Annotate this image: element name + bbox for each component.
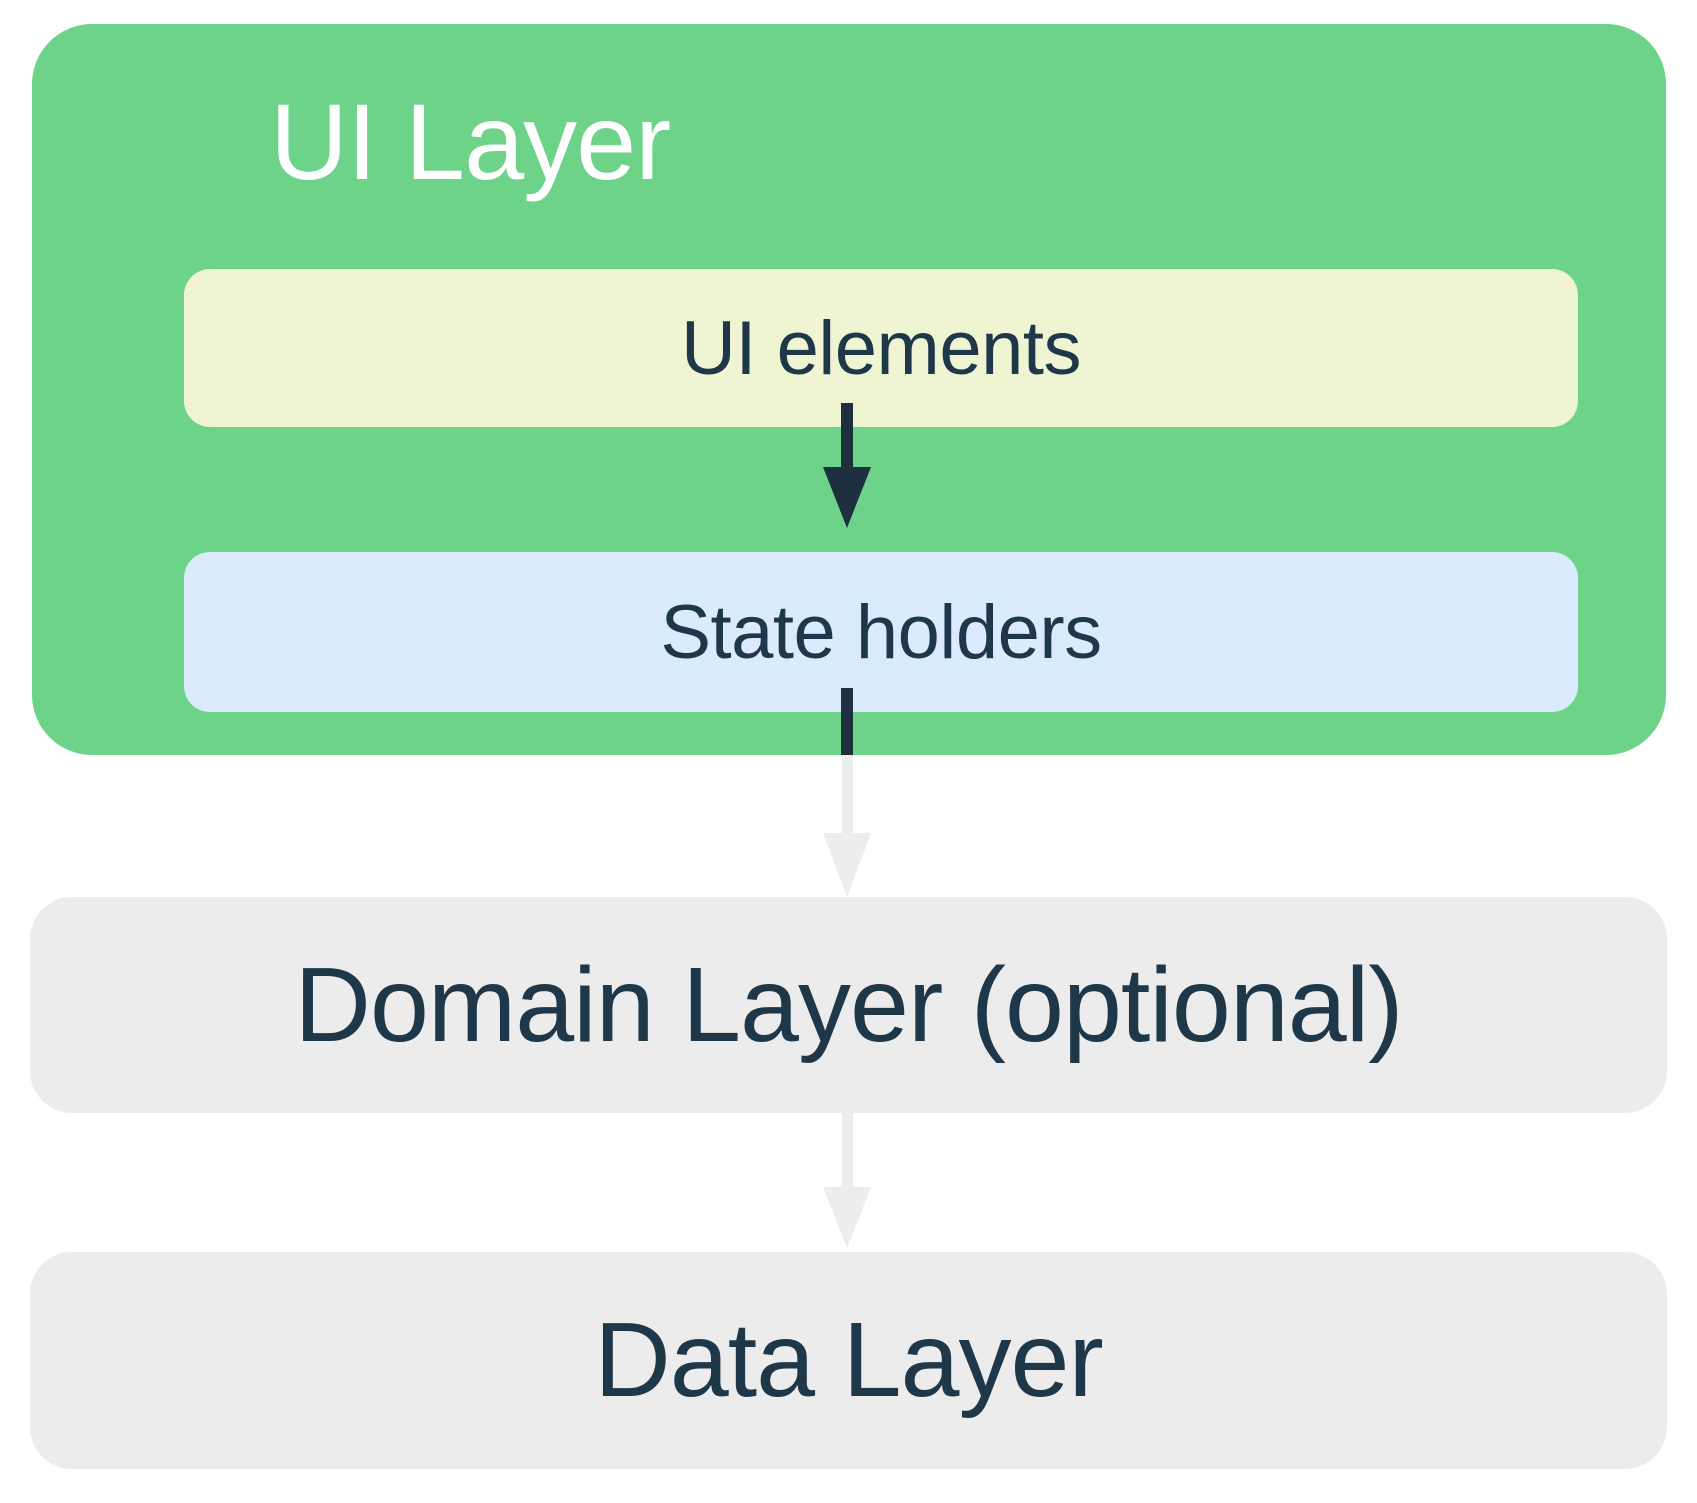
- state-holders-box: State holders: [184, 552, 1578, 712]
- arrow-shaft: [841, 755, 853, 833]
- arrow-state-holders-to-domain-dark-segment: [841, 688, 853, 755]
- ui-elements-label: UI elements: [681, 305, 1082, 391]
- arrow-head-icon: [823, 1187, 871, 1248]
- arrow-head-icon: [823, 467, 871, 528]
- ui-layer-title: UI Layer: [270, 81, 671, 202]
- data-layer-label: Data Layer: [594, 1301, 1104, 1419]
- domain-layer-box: Domain Layer (optional): [30, 897, 1667, 1113]
- arrow-state-holders-to-domain-icon: [823, 755, 871, 897]
- domain-layer-label: Domain Layer (optional): [294, 945, 1403, 1064]
- state-holders-label: State holders: [660, 589, 1102, 675]
- ui-layer-box: UI Layer UI elements State holders: [32, 24, 1666, 755]
- arrow-ui-elements-to-state-holders-icon: [823, 403, 871, 528]
- arrow-domain-to-data-icon: [823, 1113, 871, 1248]
- data-layer-box: Data Layer: [30, 1252, 1667, 1469]
- arrow-shaft: [841, 1113, 853, 1187]
- arrow-head-icon: [823, 833, 871, 897]
- ui-elements-box: UI elements: [184, 269, 1578, 427]
- arrow-shaft: [841, 403, 853, 467]
